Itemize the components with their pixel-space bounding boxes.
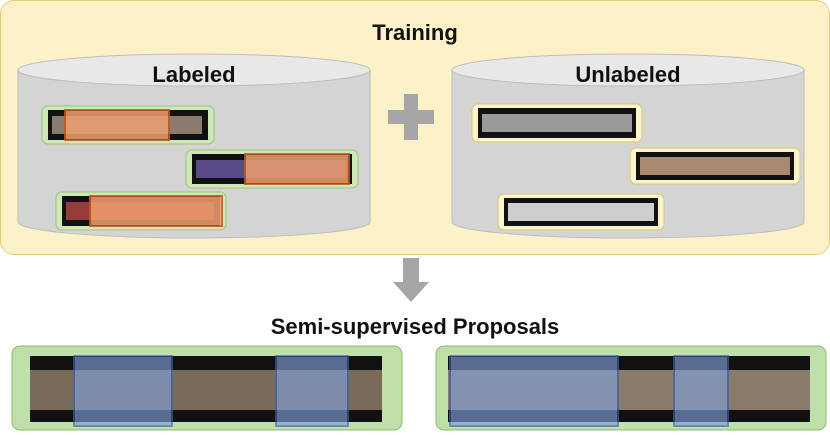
unlabeled-title: Unlabeled	[575, 62, 681, 87]
arrow-down-icon	[393, 258, 429, 302]
labeled-video-2	[185, 149, 359, 189]
proposal-panel-right	[435, 345, 827, 431]
labeled-title: Labeled	[152, 62, 236, 87]
proposal-panel-left	[11, 345, 403, 431]
unlabeled-video-2	[629, 147, 801, 185]
annotation-segment	[244, 153, 350, 185]
annotation-segment	[64, 109, 170, 141]
semi-supervised-title: Semi-supervised Proposals	[270, 314, 560, 339]
labeled-video-3	[55, 191, 227, 231]
training-title: Training	[372, 20, 458, 45]
proposal-segment	[673, 355, 729, 427]
proposal-segment	[275, 355, 349, 427]
annotation-segment	[89, 195, 223, 227]
plus-icon	[388, 94, 434, 140]
proposal-segment	[73, 355, 173, 427]
unlabeled-video-3	[497, 193, 665, 231]
unlabeled-video-1	[471, 103, 643, 143]
labeled-video-1	[41, 105, 215, 145]
proposal-segment	[449, 355, 619, 427]
